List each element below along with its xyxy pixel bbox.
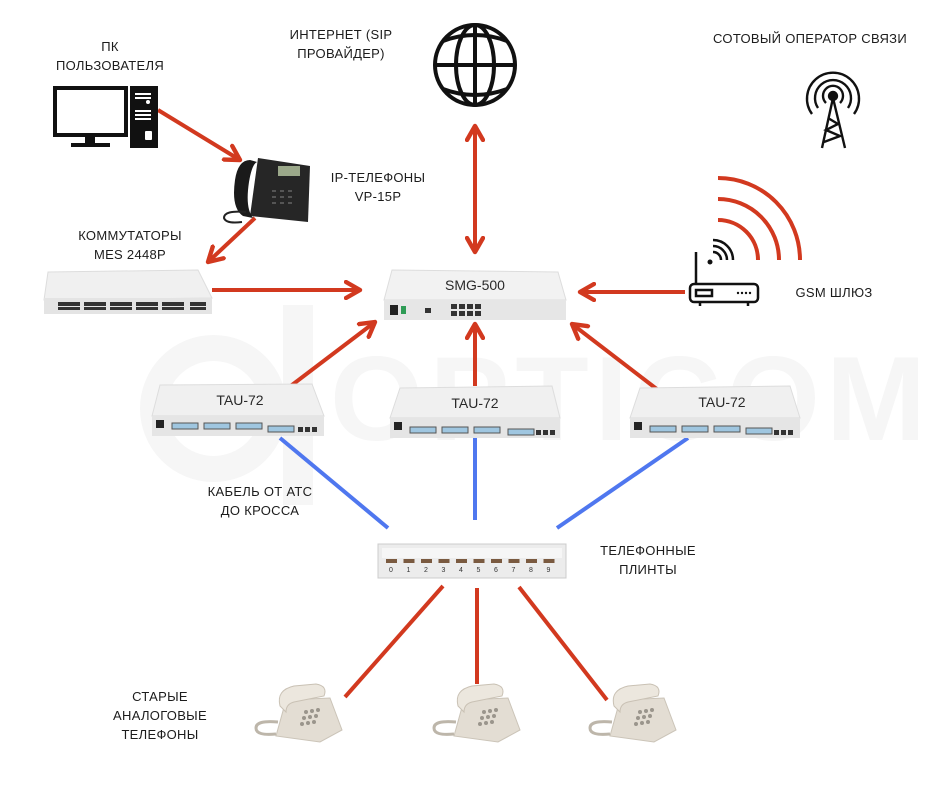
pc-label-line-1: ПК	[101, 39, 119, 54]
krone-port	[491, 559, 502, 563]
krone-port-number: 6	[494, 567, 498, 574]
cell-tower-icon	[805, 71, 861, 149]
tau-device-3	[629, 385, 801, 438]
wifi-router-icon	[688, 176, 802, 306]
link-tau3-to-krone	[555, 436, 690, 530]
krone-port-number: 8	[529, 567, 533, 574]
krone-port	[438, 559, 450, 563]
analog-links	[278, 436, 690, 530]
internet-label-line-1: ИНТЕРНЕТ (SIP	[289, 27, 393, 42]
link-pc-to-ipphone	[156, 108, 240, 160]
globe-icon	[433, 23, 517, 107]
krone-port	[403, 559, 415, 563]
link-tau1-to-smg	[286, 322, 375, 390]
tau-2-label: TAU-72	[451, 395, 498, 411]
switches-label-line-1: КОММУТАТОРЫ	[78, 228, 182, 243]
ip-phones-label-line-1: IP-ТЕЛЕФОНЫ	[330, 170, 426, 185]
pc-label: ПК ПОЛЬЗОВАТЕЛЯ	[55, 37, 165, 75]
patch-block-icon: 0 1 2 3 4 5 6 7 8 9	[377, 543, 567, 579]
link-tau1-to-krone	[278, 436, 390, 530]
link-krone-to-phone3	[517, 585, 609, 702]
analog-phone-icon	[254, 683, 343, 743]
ip-phone-icon	[222, 158, 310, 224]
ip-phones-label: IP-ТЕЛЕФОНЫ VP-15P	[318, 168, 438, 206]
krone-port-number: 0	[389, 567, 393, 574]
cellular-label: СОТОВЫЙ ОПЕРАТОР СВЯЗИ	[700, 29, 920, 48]
cable-label-line-1: КАБЕЛЬ ОТ АТС	[207, 484, 313, 499]
switches-label: КОММУТАТОРЫ MES 2448P	[60, 226, 200, 264]
desktop-computer-icon	[53, 86, 158, 148]
analog-phones-label-line-1: СТАРЫЕ	[132, 689, 188, 704]
krone-port-number: 2	[424, 567, 428, 574]
analog-phone-icon	[432, 683, 521, 743]
analog-phones-label-line-3: ТЕЛЕФОНЫ	[121, 727, 199, 742]
krone-port	[526, 559, 537, 563]
krone-label: ТЕЛЕФОННЫЕ ПЛИНТЫ	[588, 541, 708, 579]
media-gateway-icon	[383, 269, 567, 320]
krone-port-number: 3	[442, 567, 446, 574]
link-krone-to-phone1	[343, 584, 445, 699]
krone-port	[473, 559, 485, 563]
krone-port-number: 4	[459, 567, 463, 574]
cable-label-line-2: ДО КРОССА	[220, 503, 300, 518]
krone-port-number: 7	[512, 567, 516, 574]
cable-label: КАБЕЛЬ ОТ АТС ДО КРОССА	[200, 482, 320, 520]
tau-3-label: TAU-72	[698, 394, 745, 410]
krone-port	[508, 559, 520, 563]
krone-port	[543, 559, 555, 563]
cellular-label-line-1: СОТОВЫЙ ОПЕРАТОР СВЯЗИ	[713, 31, 907, 46]
tau-1-label: TAU-72	[216, 392, 263, 408]
analog-phones-label: СТАРЫЕ АНАЛОГОВЫЕ ТЕЛЕФОНЫ	[100, 687, 220, 744]
tau-device-2	[389, 385, 561, 438]
krone-port	[456, 559, 467, 563]
krone-port	[386, 559, 397, 563]
internet-label: ИНТЕРНЕТ (SIP ПРОВАЙДЕР)	[276, 25, 406, 63]
pc-label-line-2: ПОЛЬЗОВАТЕЛЯ	[55, 58, 165, 73]
krone-label-line-1: ТЕЛЕФОННЫЕ	[600, 543, 696, 558]
gsm-label: GSM ШЛЮЗ	[784, 283, 884, 302]
tau-device-1	[151, 383, 325, 436]
switches-label-line-2: MES 2448P	[93, 247, 167, 262]
krone-port	[421, 559, 432, 563]
network-switch-icon	[43, 269, 213, 314]
ip-phones-label-line-2: VP-15P	[354, 189, 402, 204]
link-ipphone-to-switch	[208, 216, 257, 262]
krone-port-number: 1	[407, 567, 411, 574]
krone-port-number: 5	[477, 567, 481, 574]
smg-device-label: SMG-500	[445, 277, 505, 293]
analog-phones-label-line-2: АНАЛОГОВЫЕ	[113, 708, 207, 723]
ip-links	[156, 108, 685, 702]
analog-phone-icon	[588, 683, 677, 743]
gsm-label-line-1: GSM ШЛЮЗ	[795, 285, 873, 300]
internet-label-line-2: ПРОВАЙДЕР)	[297, 46, 385, 61]
gsm-signal-waves	[717, 176, 802, 261]
krone-label-line-2: ПЛИНТЫ	[619, 562, 677, 577]
krone-port-number: 9	[547, 567, 551, 574]
link-tau3-to-smg	[572, 324, 660, 392]
